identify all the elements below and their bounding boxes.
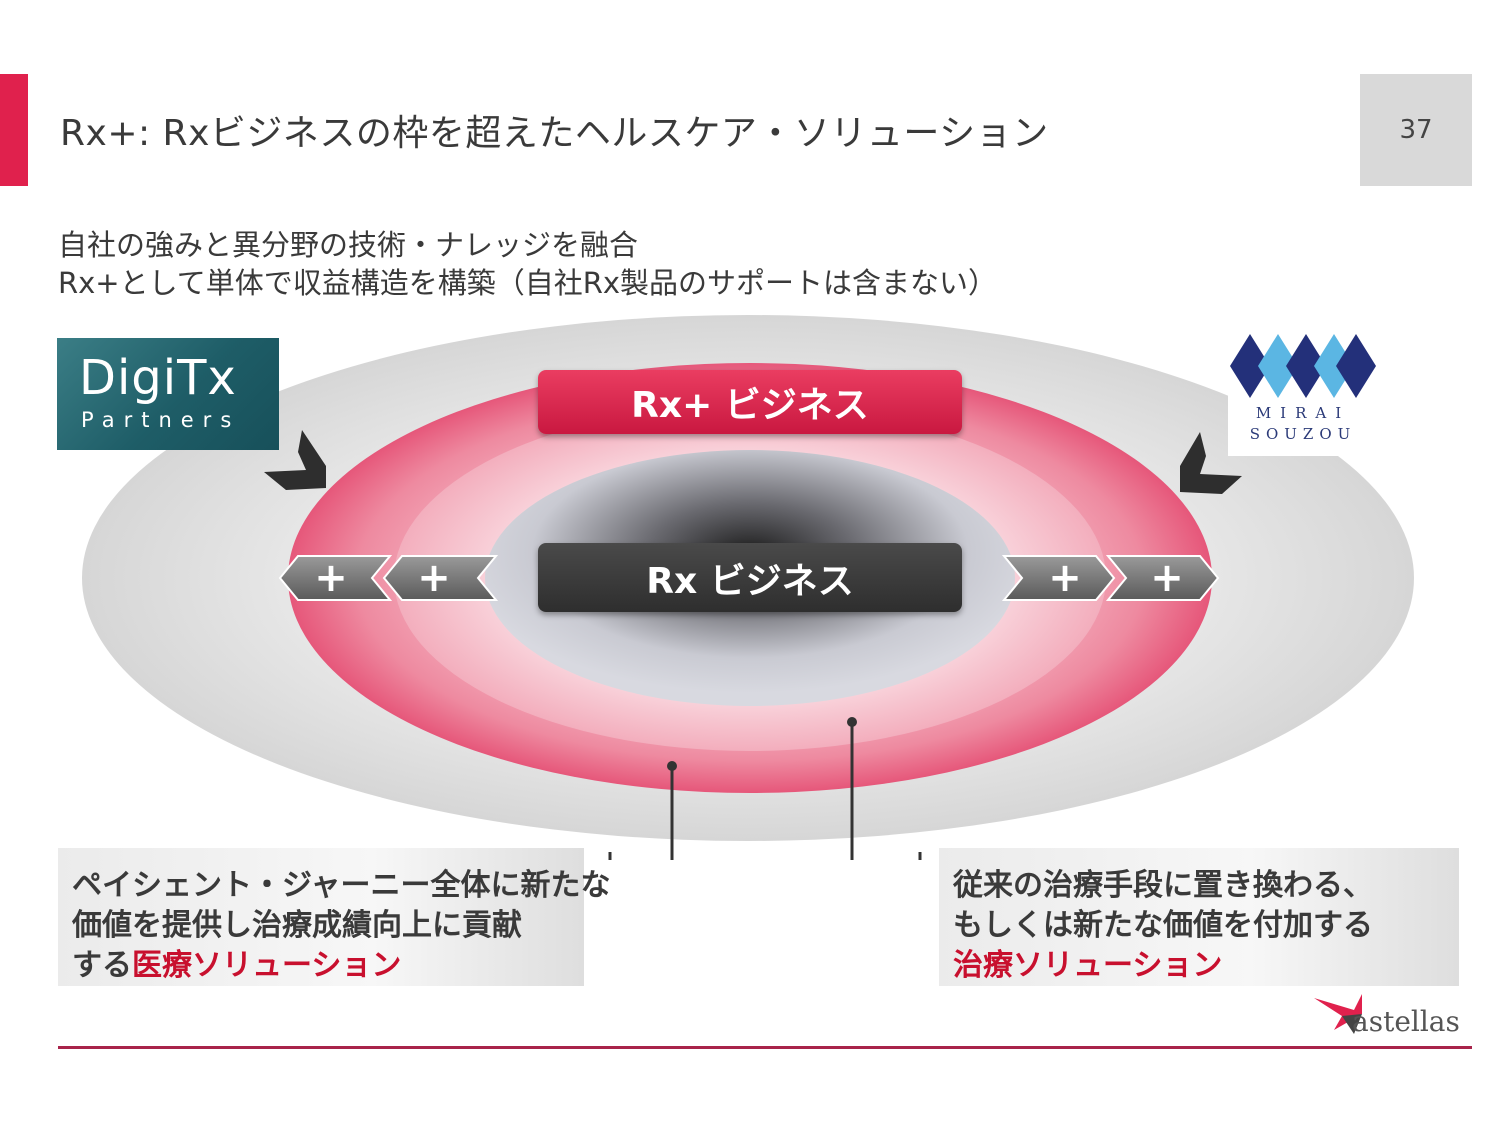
callout-left-line-2: 価値を提供し治療成績向上に貢献 — [72, 908, 522, 943]
mirai-diamonds-icon — [1230, 334, 1376, 398]
page-number: 37 — [1360, 74, 1472, 186]
footer-divider — [58, 1046, 1472, 1049]
slide-title: Rx+: Rxビジネスの枠を超えたヘルスケア・ソリューション — [60, 113, 1049, 154]
plus-icon: + — [314, 555, 348, 601]
souzou-logo-word: SOUZOU — [1249, 425, 1357, 443]
callout-connectors — [608, 717, 922, 860]
astellas-star-icon — [1314, 994, 1362, 1034]
rx-business-label: Rx ビジネス — [538, 543, 962, 612]
callout-right-line-2: もしくは新たな価値を付加する — [953, 908, 1373, 943]
callout-left-highlight: 医療ソリューション — [132, 948, 402, 983]
title-accent-bar — [0, 74, 28, 186]
right-plus-chevrons — [1001, 555, 1220, 601]
digitx-logo-word: DigiTx — [79, 350, 237, 406]
callout-right-highlight: 治療ソリューション — [953, 948, 1223, 983]
rxplus-business-label: Rx+ ビジネス — [538, 370, 962, 434]
medical-solution-callout: ペイシェント・ジャーニー全体に新たな 価値を提供し治療成績向上に貢献 する医療ソ… — [58, 848, 611, 986]
left-plus-chevrons — [278, 555, 499, 601]
subtitle-line-1: 自社の強みと異分野の技術・ナレッジを融合 — [58, 228, 639, 262]
page-number-text: 37 — [1399, 115, 1433, 145]
callout-left-prefix: する — [72, 948, 132, 983]
callout-right-line-3: 治療ソリューション — [953, 940, 1222, 984]
plus-icon: + — [1048, 555, 1082, 601]
right-arrow — [1180, 432, 1242, 494]
left-arrow — [264, 430, 326, 490]
callout-left-line-1: ペイシェント・ジャーニー全体に新たな — [72, 868, 611, 903]
digitx-logo-subword: Partners — [81, 408, 241, 432]
digitx-partners-logo: DigiTx Partners — [57, 338, 279, 450]
treatment-solution-callout: 従来の治療手段に置き換わる、 もしくは新たな価値を付加する 治療ソリューション — [939, 848, 1459, 986]
astellas-logo-text: astellas — [1352, 1005, 1460, 1038]
subtitle-line-2: Rx+として単体で収益構造を構築（自社Rx製品のサポートは含まない） — [58, 266, 998, 300]
plus-icon: + — [417, 555, 451, 601]
callout-left-line-3: する医療ソリューション — [72, 940, 401, 984]
mirai-logo-word: MIRAI — [1255, 404, 1351, 422]
plus-icon: + — [1150, 555, 1184, 601]
mirai-souzou-logo: MIRAI SOUZOU — [1228, 328, 1378, 456]
callout-right-line-1: 従来の治療手段に置き換わる、 — [953, 868, 1373, 903]
